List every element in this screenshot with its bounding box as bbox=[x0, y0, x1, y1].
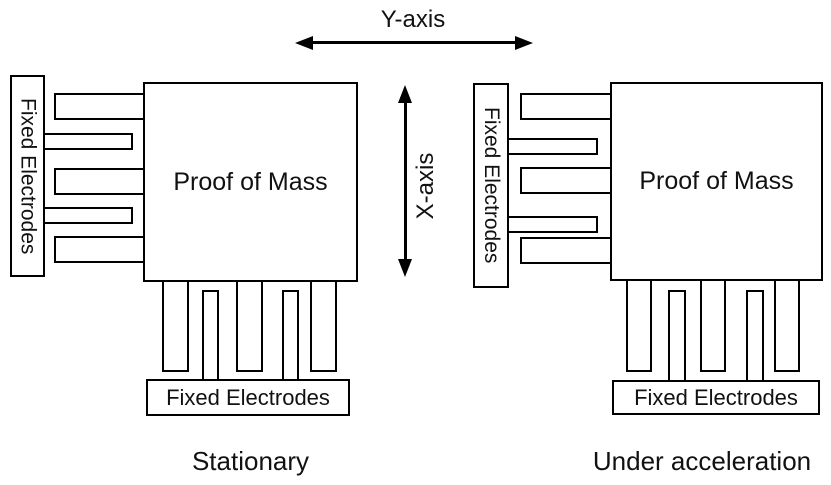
proof-mass-label: Proof of Mass bbox=[639, 167, 794, 195]
diagram-caption: Under acceleration bbox=[592, 446, 812, 476]
arrowhead-down-icon bbox=[398, 259, 412, 277]
fixed-electrode-finger bbox=[43, 207, 133, 224]
proof-mass-finger bbox=[626, 279, 652, 372]
fixed-electrode-finger bbox=[282, 290, 299, 381]
proof-mass-finger bbox=[520, 167, 612, 194]
fixed-electrode-finger bbox=[668, 290, 686, 382]
side-fixed-electrodes-label: Fixed Electrodes bbox=[480, 107, 503, 264]
proof-mass-finger bbox=[54, 236, 145, 263]
x-axis-arrow-line bbox=[404, 102, 407, 261]
fixed-electrode-finger bbox=[746, 290, 764, 382]
bottom-fixed-electrodes-box: Fixed Electrodes bbox=[612, 380, 820, 415]
side-fixed-electrodes-box: Fixed Electrodes bbox=[10, 75, 45, 277]
diagram-caption: Stationary bbox=[191, 446, 310, 476]
proof-mass-finger bbox=[54, 168, 145, 195]
proof-mass-finger bbox=[774, 279, 800, 372]
proof-mass-finger bbox=[520, 93, 612, 120]
bottom-fixed-electrodes-label: Fixed Electrodes bbox=[634, 384, 798, 410]
fixed-electrode-finger bbox=[507, 216, 598, 233]
bottom-fixed-electrodes-label: Fixed Electrodes bbox=[166, 384, 330, 410]
arrowhead-up-icon bbox=[398, 85, 412, 103]
proof-mass-finger bbox=[54, 93, 145, 120]
side-fixed-electrodes-label: Fixed Electrodes bbox=[16, 97, 40, 255]
proof-mass-finger bbox=[700, 279, 726, 372]
proof-mass-finger bbox=[310, 280, 337, 372]
bottom-fixed-electrodes-box: Fixed Electrodes bbox=[146, 379, 350, 416]
fixed-electrode-finger bbox=[507, 138, 598, 155]
arrowhead-left-icon bbox=[295, 36, 313, 50]
y-axis-label: Y-axis bbox=[380, 6, 446, 33]
fixed-electrode-finger bbox=[202, 290, 219, 381]
proof-mass-finger bbox=[236, 280, 263, 372]
proof-mass-finger bbox=[520, 237, 612, 264]
proof-mass-box: Proof of Mass bbox=[143, 82, 358, 282]
fixed-electrode-finger bbox=[43, 133, 133, 150]
arrowhead-right-icon bbox=[515, 36, 533, 50]
proof-mass-finger bbox=[162, 280, 189, 372]
x-axis-label: X-axis bbox=[412, 152, 439, 220]
proof-mass-label: Proof of Mass bbox=[173, 167, 328, 196]
side-fixed-electrodes-box: Fixed Electrodes bbox=[473, 83, 509, 288]
y-axis-arrow-line bbox=[311, 41, 515, 44]
proof-mass-box: Proof of Mass bbox=[610, 82, 823, 281]
